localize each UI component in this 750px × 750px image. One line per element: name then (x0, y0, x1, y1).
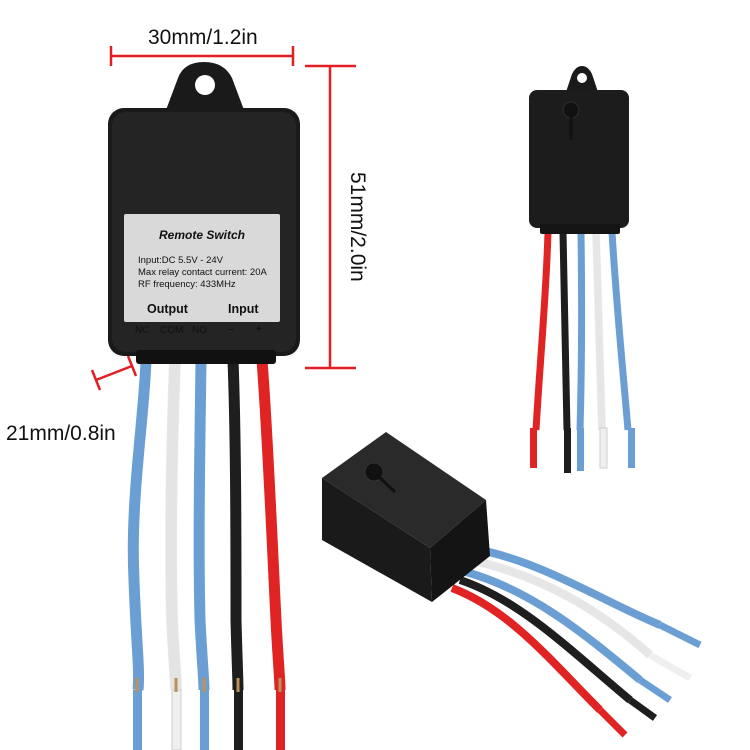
product-label: Remote Switch Input:DC 5.5V - 24V Max re… (124, 214, 280, 322)
label-output-heading: Output (147, 302, 188, 316)
wire-nc-blue (127, 359, 152, 691)
pin-plus: + (256, 324, 262, 335)
width-dimension-label: 30mm/1.2in (148, 26, 258, 49)
label-input-spec: Input:DC 5.5V - 24V (138, 255, 224, 266)
label-rf-spec: RF frequency: 433MHz (138, 279, 236, 290)
pin-com: COM (160, 325, 184, 336)
wire-minus-black (227, 359, 244, 691)
wire-gap-dimension-label: 21mm/0.8in (6, 422, 116, 445)
label-input-heading: Input (228, 302, 259, 316)
pin-no: NO (192, 325, 207, 336)
label-relay-spec: Max relay contact current: 20A (138, 267, 267, 278)
pin-minus: – (228, 324, 234, 335)
wire-com-white (165, 359, 182, 691)
label-title: Remote Switch (158, 228, 245, 242)
wire-no-blue (193, 359, 210, 691)
pin-nc: NC (135, 325, 150, 336)
main-wires (127, 359, 286, 750)
wire-plus-red (256, 359, 286, 691)
mounting-hole (195, 75, 215, 95)
wire-com-white-outline (165, 359, 182, 691)
